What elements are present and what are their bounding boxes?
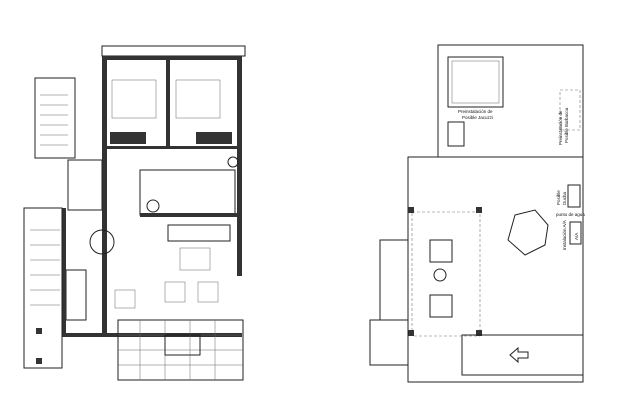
kitchen-counter (65, 269, 87, 321)
label-jacuzzi-line2: Posible Jacuzzi (462, 115, 493, 120)
barbecue-area (559, 89, 581, 131)
table-octagon (507, 209, 549, 256)
label-instalacion-aa: Instalación A/A (562, 220, 567, 250)
stairs-bottom (23, 207, 63, 369)
jacuzzi (447, 56, 504, 108)
svg-text:Preinstalación de: Preinstalación de (458, 109, 493, 114)
roof-terrace-plan (369, 44, 584, 383)
label-ducha-line2: Ducha (562, 191, 567, 205)
label-aa: A/A (574, 233, 579, 240)
shower (146, 199, 160, 213)
label-barbacoa-line2: Posible Barbacoa (564, 107, 569, 143)
label-punto-agua: punto de agua (556, 212, 585, 217)
label-jacuzzi-line1: Preinstalación de (458, 109, 493, 114)
label-ducha-line1: Posible (556, 190, 561, 205)
arrow-left-icon (509, 346, 529, 364)
label-barbacoa-line1: Preinstalación de (558, 110, 563, 145)
dining-table (89, 229, 115, 255)
bed-1 (111, 79, 157, 119)
svg-text:Posible Jacuzzi: Posible Jacuzzi (462, 115, 493, 120)
stairs-top (34, 77, 76, 159)
apartment-floor-plan (23, 45, 246, 381)
coffee-table (179, 247, 211, 271)
bed-2 (175, 79, 221, 119)
sofa (167, 224, 231, 242)
pergola (411, 211, 481, 337)
shower-area (567, 184, 581, 208)
